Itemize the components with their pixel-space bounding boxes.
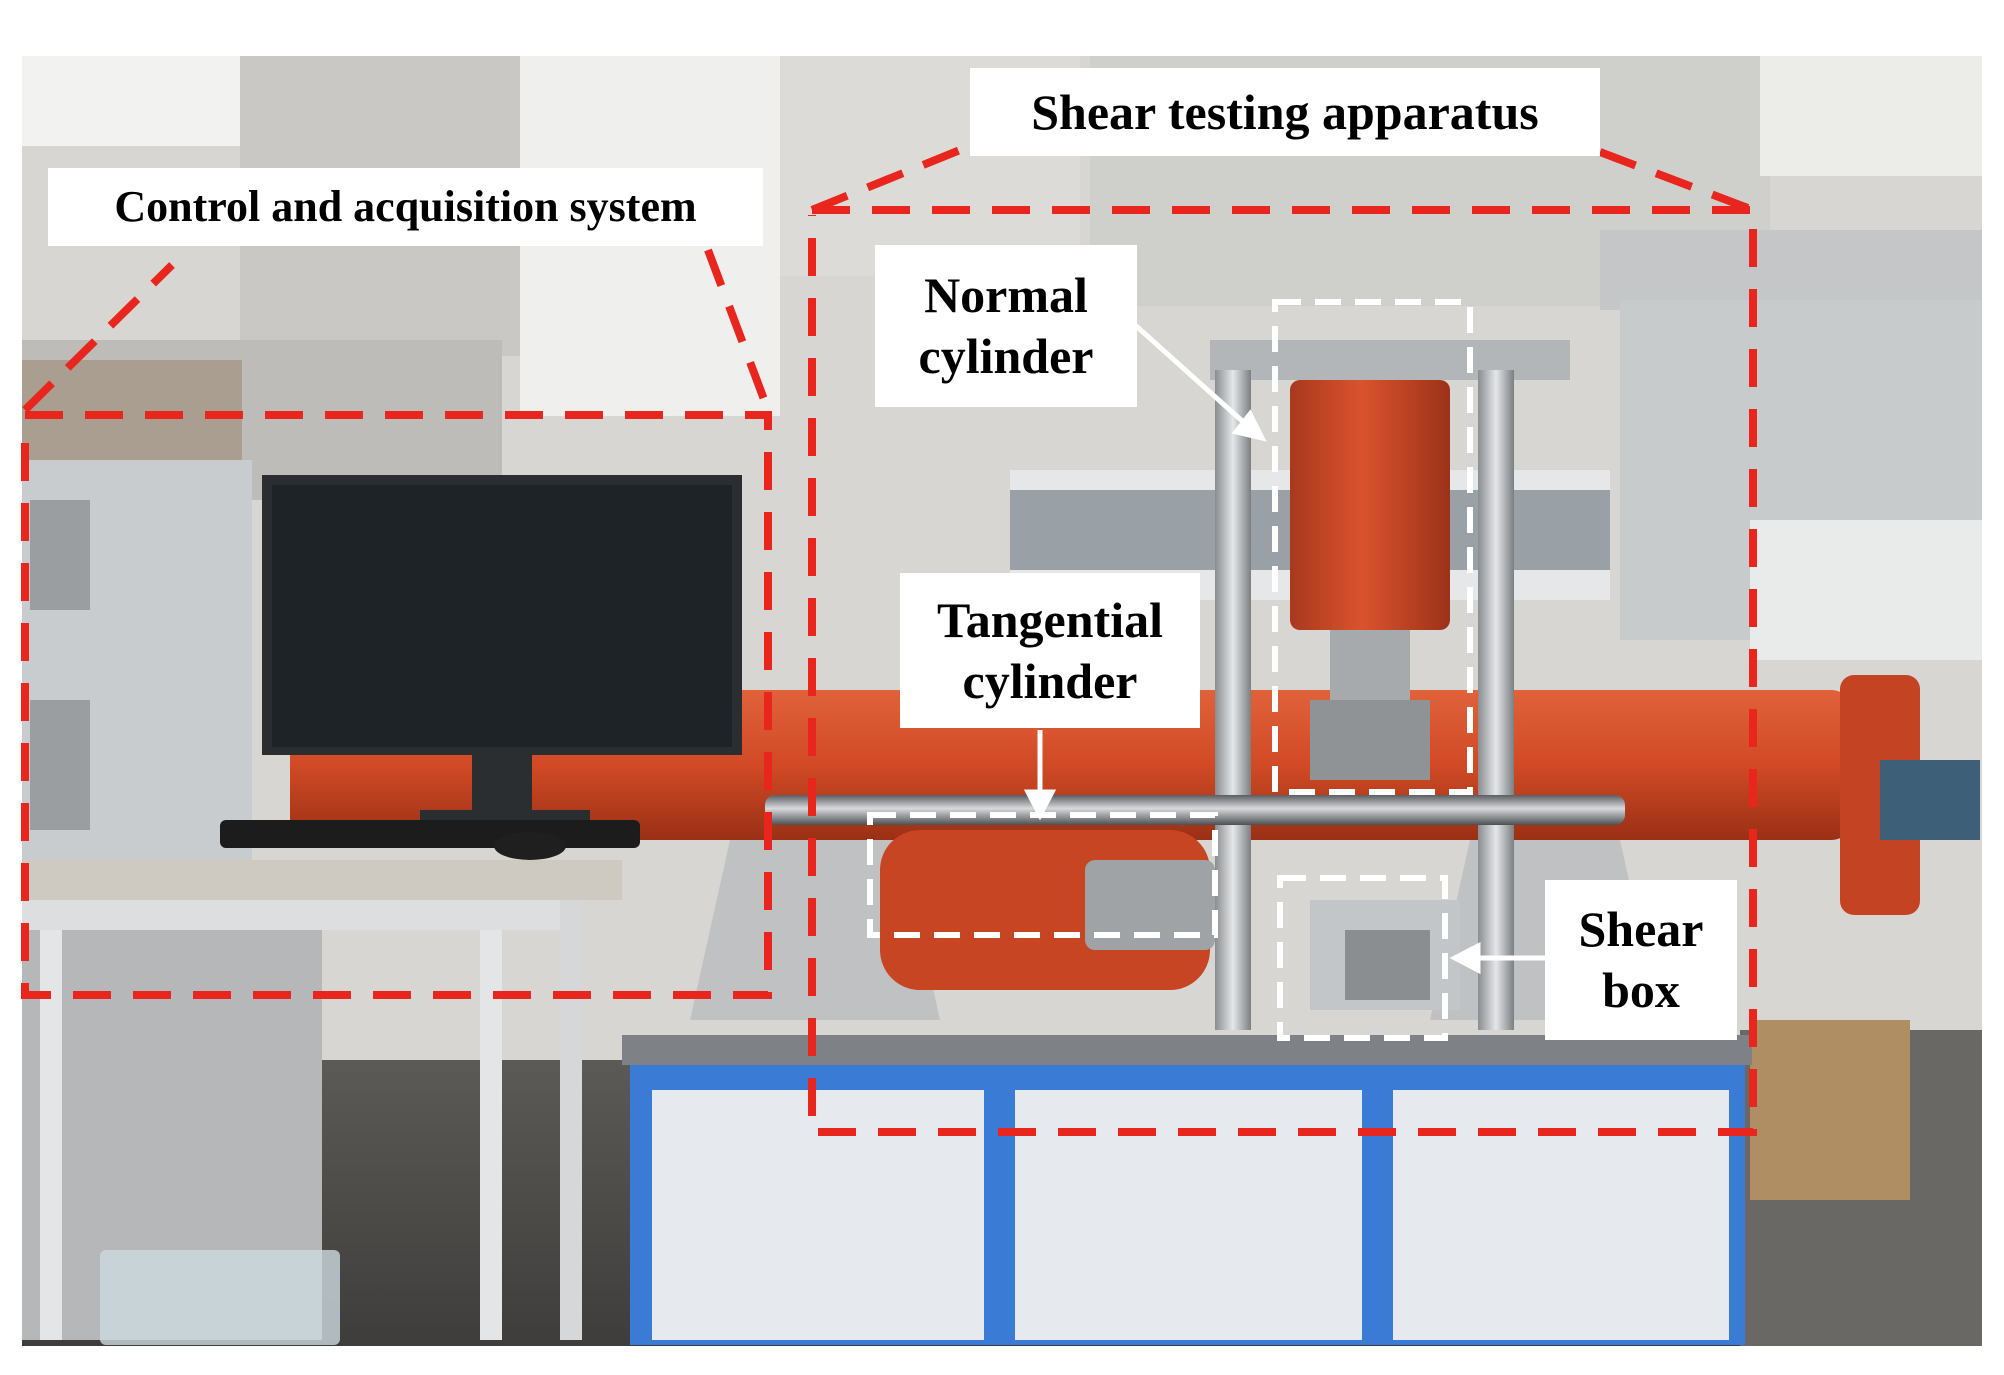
load-frame-pillars — [1215, 370, 1514, 1030]
shear-box-body — [1310, 900, 1460, 1010]
desk — [22, 820, 640, 1345]
normal-cylinder-label: Normal cylinder — [875, 245, 1137, 407]
control-system-region-outline — [21, 411, 772, 999]
normal-cylinder-label-line-2: cylinder — [918, 328, 1094, 384]
shear-apparatus-label: Shear testing apparatus — [970, 68, 1600, 156]
tangential-cylinder-label: Tangential cylinder — [900, 573, 1200, 728]
shear-apparatus-label-text: Shear testing apparatus — [1031, 83, 1539, 140]
tangential-rod — [765, 795, 1625, 825]
normal-cylinder-body — [1290, 380, 1450, 780]
shear-box-label-line-2: box — [1602, 962, 1680, 1018]
monitor — [262, 475, 742, 824]
shear-apparatus-region-outline — [808, 206, 1757, 1136]
control-system-label: Control and acquisition system — [48, 168, 763, 246]
control-system-label-text: Control and acquisition system — [114, 182, 697, 232]
tangential-cylinder-label-line-2: cylinder — [962, 652, 1138, 709]
tangential-cylinder-label-line-1: Tangential — [936, 591, 1163, 648]
normal-cylinder-outline — [1272, 299, 1473, 795]
shear-box-outline — [1277, 875, 1448, 1041]
tangential-cylinder-body — [880, 830, 1215, 990]
normal-cylinder-label-line-1: Normal — [924, 267, 1088, 323]
shear-box-label: Shear box — [1545, 880, 1737, 1040]
shear-box-label-line-1: Shear — [1578, 901, 1704, 957]
callout-arrows — [1023, 323, 1545, 975]
normal-cylinder-arrow — [1133, 323, 1252, 430]
apparatus-outlines — [21, 146, 1757, 1136]
base-cabinet — [622, 1035, 1752, 1345]
